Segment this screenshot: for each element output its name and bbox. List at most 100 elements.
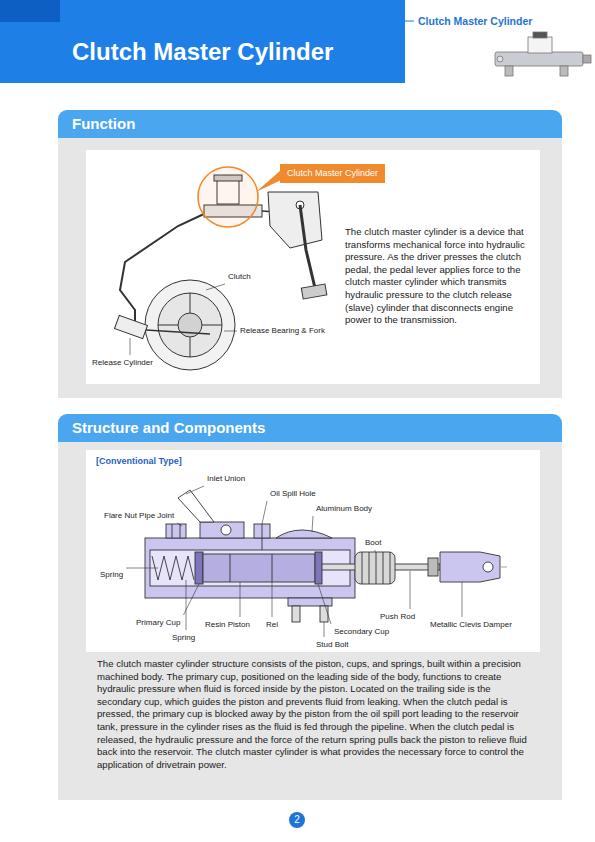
master-cylinder-section [178, 490, 214, 522]
clutch-system-figure [158, 325, 178, 326]
leader-line [312, 516, 313, 532]
section-band-text: Function [72, 115, 135, 132]
master-cylinder-section [272, 554, 273, 582]
part-label: Resin Piston [205, 620, 250, 629]
master-cylinder-section [320, 606, 328, 622]
part-label: Boot [365, 538, 381, 547]
mini-cylinder-icon [560, 66, 568, 76]
master-cylinder-section [376, 552, 377, 584]
callout-pointer [256, 170, 281, 192]
leader-line [186, 486, 204, 494]
header-rule [405, 21, 414, 22]
clutch-system-figure [301, 284, 327, 299]
part-label: Release Bearing & Fork [240, 326, 325, 335]
mini-cylinder-icon [495, 52, 583, 66]
mini-cylinder-icon [533, 32, 547, 38]
master-cylinder-section [203, 554, 315, 582]
body-text: The clutch master cylinder structure con… [97, 658, 537, 771]
mini-cylinder-icon [497, 56, 503, 62]
part-label: Oil Spill Hole [270, 489, 316, 498]
running-header: Clutch Master Cylinder [418, 15, 532, 27]
clutch-system-figure [115, 315, 148, 338]
section-band-text: Structure and Components [72, 419, 265, 436]
clutch-system-figure [145, 280, 235, 370]
leader-line [375, 550, 376, 552]
clutch-system-figure [115, 167, 327, 370]
master-cylinder-section [288, 598, 332, 606]
part-label: Flare Nut Pipe Joint [104, 511, 174, 520]
leader-line [318, 584, 331, 624]
master-cylinder-section [362, 552, 363, 584]
master-cylinder-section [390, 552, 391, 584]
part-label: Push Rod [380, 612, 415, 621]
part-label: Rel [266, 620, 278, 629]
master-cylinder-section [230, 554, 231, 582]
leader-line [262, 501, 267, 524]
section-band: Structure and Components [58, 414, 562, 442]
part-label: Spring [172, 633, 195, 642]
master-cylinder-section [166, 524, 186, 538]
leader-line [324, 622, 325, 637]
part-label: Stud Bolt [316, 640, 348, 649]
leader-line [186, 580, 187, 630]
callout-box-text: Clutch Master Cylinder [287, 168, 378, 178]
master-cylinder-section [383, 552, 384, 584]
leader-line [126, 568, 158, 569]
mini-cylinder-icon [505, 66, 513, 76]
master-cylinder-section [483, 562, 493, 572]
leader-line [272, 582, 273, 617]
master-cylinder-section [150, 550, 350, 586]
master-cylinder-section [355, 552, 395, 584]
master-cylinder-section [221, 525, 231, 535]
leader-line [240, 582, 241, 617]
clutch-system-figure [190, 337, 191, 357]
page-number-text: 2 [294, 814, 300, 825]
clutch-system-figure [158, 293, 222, 357]
part-label: Aluminum Body [316, 504, 372, 513]
master-cylinder-section [440, 552, 500, 582]
callout-box: Clutch Master Cylinder [280, 164, 385, 183]
master-cylinder-section [292, 606, 300, 622]
mini-cylinder-icon [583, 55, 591, 63]
master-cylinder-section [276, 530, 332, 538]
master-cylinder-section [369, 552, 370, 584]
page-number: 2 [289, 812, 305, 828]
leader-line [224, 331, 237, 332]
figure-subtitle: [Conventional Type] [96, 456, 182, 467]
leader-line [177, 523, 182, 526]
clutch-system-figure [300, 205, 315, 288]
part-label: Release Cylinder [92, 358, 153, 367]
part-label: Clutch [228, 272, 251, 281]
section-band: Function [58, 110, 562, 138]
part-label: Metallic Clevis Damper [430, 620, 512, 629]
master-cylinder-section [262, 524, 263, 550]
mini-cylinder-icon [495, 32, 591, 76]
master-cylinder-section [145, 490, 508, 622]
body-text: The clutch master cylinder is a device t… [345, 226, 533, 327]
header-rule [405, 21, 414, 22]
title-band-corner [0, 0, 60, 22]
master-cylinder-section [428, 558, 438, 576]
leader-line [130, 338, 131, 355]
clutch-system-figure [190, 293, 191, 313]
callout-pointer [256, 170, 281, 192]
master-cylinder-section [152, 556, 194, 580]
leader-line [206, 284, 225, 290]
part-label: Primary Cup [136, 618, 180, 627]
master-cylinder-section [315, 552, 322, 584]
master-cylinder-section [180, 524, 181, 538]
clutch-system-figure [146, 330, 210, 334]
master-cylinder-section [172, 524, 173, 538]
leader-line [462, 582, 463, 617]
leader-line [410, 571, 411, 609]
page-title: Clutch Master Cylinder [72, 38, 333, 66]
master-cylinder-section [195, 552, 203, 584]
clutch-system-figure [268, 192, 322, 248]
clutch-system-figure [198, 167, 258, 227]
part-label: Secondary Cup [334, 627, 389, 636]
mini-cylinder-icon [528, 37, 552, 53]
master-cylinder-section [200, 522, 244, 538]
clutch-system-figure [202, 325, 222, 326]
part-label: Inlet Union [207, 474, 245, 483]
part-label: Spring [100, 570, 123, 579]
